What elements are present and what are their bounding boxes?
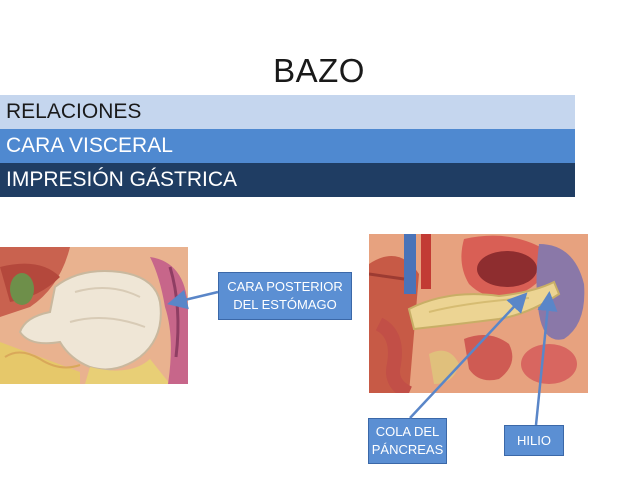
callout-hilio: HILIO bbox=[504, 425, 564, 456]
callout-line-1: CARA POSTERIOR bbox=[227, 278, 343, 296]
callout-line-2: DEL ESTÓMAGO bbox=[233, 296, 337, 314]
pancreas-spleen-illustration bbox=[369, 234, 588, 393]
callout-line-1: HILIO bbox=[517, 432, 551, 450]
band-relaciones: RELACIONES bbox=[0, 95, 575, 129]
callout-line-1: COLA DEL bbox=[376, 423, 440, 441]
band-cara-visceral: CARA VISCERAL bbox=[0, 129, 575, 163]
band-impresion-gastrica: IMPRESIÓN GÁSTRICA bbox=[0, 163, 575, 197]
callout-line-2: PÁNCREAS bbox=[372, 441, 444, 459]
slide-title: BAZO bbox=[0, 52, 638, 90]
callout-cola-pancreas: COLA DEL PÁNCREAS bbox=[368, 418, 447, 464]
callout-cara-posterior-estomago: CARA POSTERIOR DEL ESTÓMAGO bbox=[218, 272, 352, 320]
stomach-illustration bbox=[0, 247, 188, 384]
